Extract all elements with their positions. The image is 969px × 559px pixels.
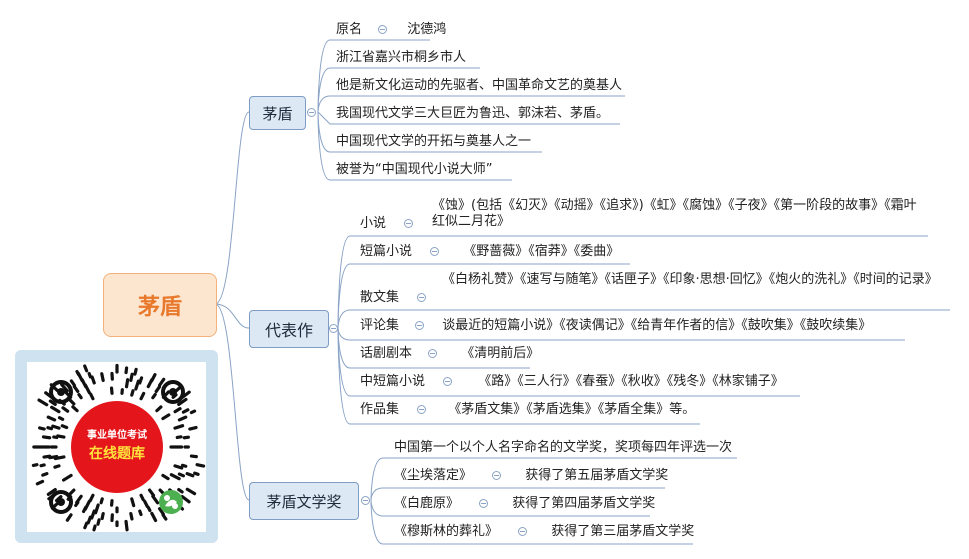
leaf-original-name: 原名 沈德鸿 [336, 22, 447, 37]
collapse-icon[interactable] [492, 471, 502, 480]
collapse-icon[interactable] [415, 321, 425, 330]
leaf-novel-works: 《蚀》(包括《幻灭》《动摇》《追求》)《虹》《腐蚀》《子夜》《第一阶段的故事》《… [432, 198, 917, 229]
leaf-essay-works: 《白杨礼赞》《速写与随笔》《话匣子》《印象·思想·回忆》《炮火的洗礼》《时间的记… [442, 272, 938, 287]
collapse-icon[interactable] [378, 25, 388, 34]
branch-award[interactable]: 茅盾文学奖 [249, 482, 359, 520]
leaf-hometown: 浙江省嘉兴市桐乡市人 [336, 50, 467, 65]
leaf-essay-label: 散文集 [360, 290, 427, 306]
qr-caption-line2: 在线题库 [89, 445, 145, 462]
leaf-pioneer: 他是新文化运动的先驱者、中国革命文艺的奠基人 [336, 78, 623, 93]
collapse-icon[interactable] [479, 499, 489, 508]
leaf-award-muslim: 《穆斯林的葬礼》 获得了第三届茅盾文学奖 [394, 524, 695, 539]
collapse-icon[interactable] [417, 405, 427, 414]
leaf-novel-label: 小说 [360, 216, 414, 232]
branch-maodun[interactable]: 茅盾 [249, 96, 306, 130]
collapse-icon[interactable] [428, 349, 438, 358]
collapse-icon[interactable] [443, 377, 453, 386]
qr-code-panel[interactable]: 事业单位考试 在线题库 [27, 362, 206, 532]
leaf-award-chenai: 《尘埃落定》 获得了第五届茅盾文学奖 [394, 468, 669, 483]
collapse-toggle-works[interactable] [329, 324, 338, 333]
collapse-icon[interactable] [430, 247, 440, 256]
collapse-icon[interactable] [417, 293, 427, 302]
leaf-award-desc: 中国第一个以个人名字命名的文学奖，奖项每四年评选一次 [394, 440, 733, 455]
leaf-short-story: 短篇小说 《野蔷薇》《宿莽》《委曲》 [360, 244, 620, 259]
leaf-three-masters: 我国现代文学三大巨匠为鲁迅、郭沫若、茅盾。 [336, 106, 610, 121]
leaf-novel-master: 被誉为“中国现代小说大师” [336, 162, 493, 177]
leaf-founder: 中国现代文学的开拓与奠基人之一 [336, 134, 532, 149]
leaf-collections: 作品集 《茅盾文集》《茅盾选集》《茅盾全集》等。 [360, 402, 696, 417]
collapse-icon[interactable] [518, 527, 528, 536]
qr-code-icon: 事业单位考试 在线题库 [31, 363, 206, 532]
leaf-drama: 话剧剧本 《清明前后》 [360, 346, 540, 361]
qr-caption-line1: 事业单位考试 [87, 428, 147, 441]
root-topic[interactable]: 茅盾 [103, 273, 217, 337]
leaf-criticism: 评论集 谈最近的短篇小说》《夜读偶记》《给青年作者的信》《鼓吹集》《鼓吹续集》 [360, 318, 872, 333]
branch-works[interactable]: 代表作 [249, 310, 329, 348]
collapse-toggle-maodun[interactable] [307, 108, 316, 117]
leaf-award-bailuyuan: 《白鹿原》 获得了第四届茅盾文学奖 [394, 496, 656, 511]
collapse-toggle-award[interactable] [361, 496, 370, 505]
collapse-icon[interactable] [404, 219, 414, 228]
leaf-novella: 中短篇小说 《路》《三人行》《春蚕》《秋收》《残冬》《林家铺子》 [360, 374, 784, 389]
